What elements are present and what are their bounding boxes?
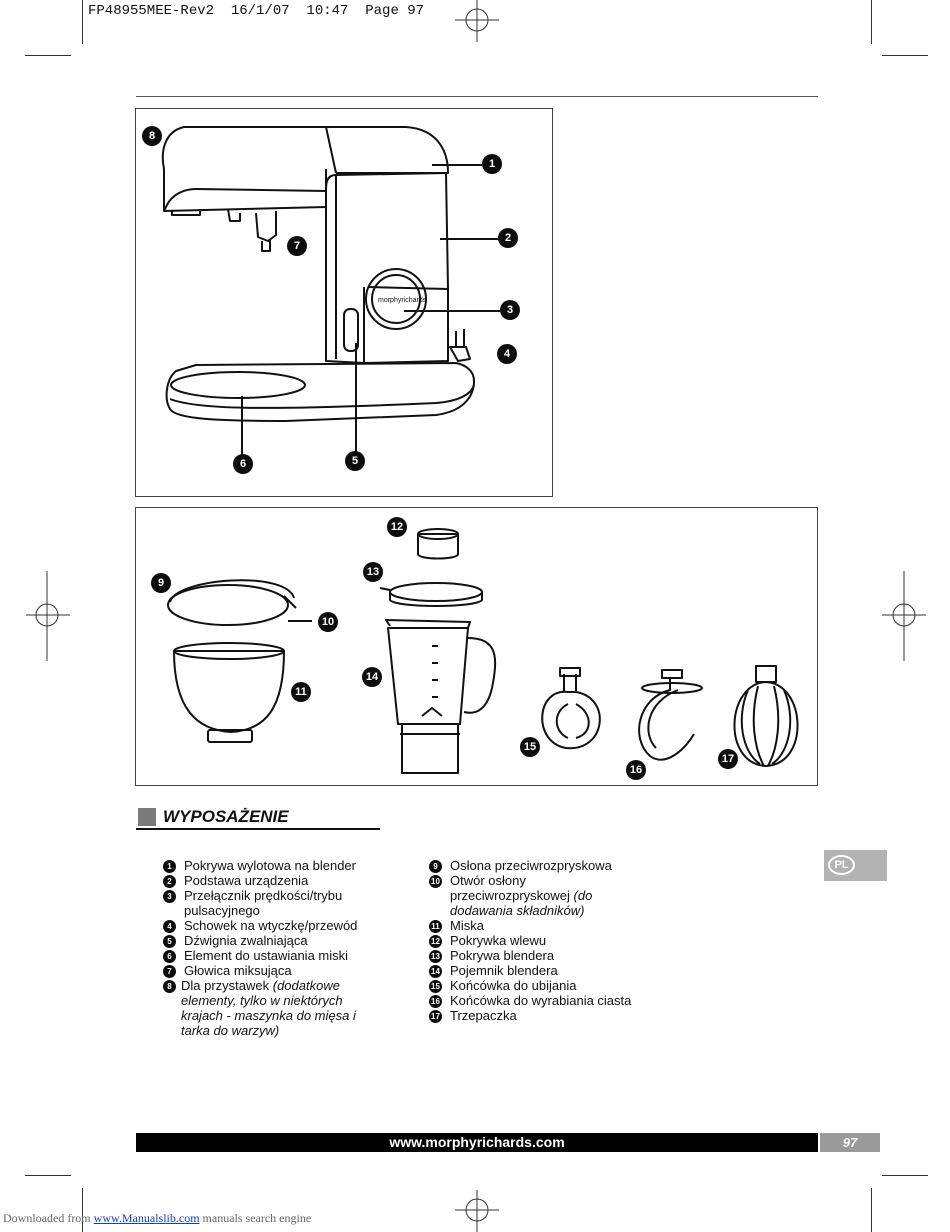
item-text: Końcówka do wyrabiania ciasta <box>450 993 632 1008</box>
item-text: Podstawa urządzenia <box>184 873 309 888</box>
item-number: 7 <box>163 965 176 978</box>
callout-12: 12 <box>387 517 407 537</box>
section-title: WYPOSAŻENIE <box>163 807 289 826</box>
parts-list-right: 9 Osłona przeciwrozpryskowa 10 Otwór osłon… <box>429 858 659 1023</box>
language-code: PL <box>828 855 855 875</box>
item-number: 12 <box>429 935 442 948</box>
item-text: Dźwignia zwalniająca <box>184 933 308 948</box>
list-item: 17 Trzepaczka <box>429 1008 659 1023</box>
item-number: 14 <box>429 965 442 978</box>
page-number: 97 <box>820 1133 880 1152</box>
item-text: Element do ustawiania miski <box>184 948 349 963</box>
callout-13: 13 <box>363 562 383 582</box>
callout-15: 15 <box>520 737 540 757</box>
registration-mark-left <box>26 571 70 661</box>
list-item: 2 Podstawa urządzenia <box>163 873 373 888</box>
item-number: 5 <box>163 935 176 948</box>
callout-2: 2 <box>498 228 518 248</box>
list-item: 14 Pojemnik blendera <box>429 963 659 978</box>
footer-bar: www.morphyrichards.com <box>136 1133 818 1152</box>
list-item: 6 Element do ustawiania miski <box>163 948 373 963</box>
print-header: FP48955MEE-Rev2 16/1/07 10:47 Page 97 <box>88 3 425 19</box>
registration-mark-top <box>455 0 499 42</box>
item-number: 4 <box>163 920 176 933</box>
section-heading: WYPOSAŻENIE <box>136 806 380 830</box>
accessories-illustration <box>167 528 799 774</box>
item-number: 15 <box>429 980 442 993</box>
item-text: Dla przystawek <box>181 978 273 993</box>
list-item: 7 Głowica miksująca <box>163 963 373 978</box>
callout-17: 17 <box>718 749 738 769</box>
mixer-illustration: morphyrichards <box>161 126 500 455</box>
list-item: 12 Pokrywka wlewu <box>429 933 659 948</box>
item-text: Osłona przeciwrozpryskowa <box>450 858 612 873</box>
callout-7: 7 <box>287 236 307 256</box>
callout-1: 1 <box>482 154 502 174</box>
callout-14: 14 <box>362 667 382 687</box>
item-text: Pokrywka wlewu <box>450 933 547 948</box>
list-item: 3 Przełącznik prędkości/trybu pulsacyjneg… <box>163 888 373 918</box>
item-number: 16 <box>429 995 442 1008</box>
footer-url[interactable]: www.morphyrichards.com <box>389 1134 565 1150</box>
list-item: 1 Pokrywa wylotowa na blender <box>163 858 373 873</box>
item-text: Pokrywa wylotowa na blender <box>184 858 356 873</box>
item-number: 8 <box>163 980 176 993</box>
callout-16: 16 <box>626 760 646 780</box>
item-number: 13 <box>429 950 442 963</box>
item-text: Pokrywa blendera <box>450 948 555 963</box>
list-item: 11 Miska <box>429 918 659 933</box>
download-prefix: Downloaded from <box>3 1211 94 1225</box>
list-item: 13 Pokrywa blendera <box>429 948 659 963</box>
item-text: Otwór osłony przeciwrozpryskowej <box>450 873 570 903</box>
list-item: 9 Osłona przeciwrozpryskowa <box>429 858 659 873</box>
registration-mark-right <box>882 571 926 661</box>
item-number: 6 <box>163 950 176 963</box>
download-suffix: manuals search engine <box>199 1211 312 1225</box>
item-note: (do dodawania składników) <box>450 888 593 918</box>
item-text: Trzepaczka <box>450 1008 517 1023</box>
item-number: 17 <box>429 1010 442 1023</box>
language-badge: PL <box>824 850 887 881</box>
callout-11: 11 <box>291 682 311 702</box>
item-text: Schowek na wtyczkę/przewód <box>184 918 358 933</box>
item-number: 2 <box>163 875 176 888</box>
callout-6: 6 <box>233 454 253 474</box>
item-number: 11 <box>429 920 442 933</box>
item-number: 10 <box>429 875 442 888</box>
mixer-diagram: morphyrichards 8 1 2 3 4 7 5 6 <box>135 108 553 497</box>
download-notice: Downloaded from www.Manualslib.com manua… <box>3 1211 311 1226</box>
item-text: Miska <box>450 918 484 933</box>
list-item: 10 Otwór osłony przeciwrozpryskowej (do d… <box>429 873 659 918</box>
item-number: 1 <box>163 860 176 873</box>
list-item: 4 Schowek na wtyczkę/przewód <box>163 918 373 933</box>
list-item: 15 Końcówka do ubijania <box>429 978 659 993</box>
callout-4: 4 <box>497 344 517 364</box>
item-number: 9 <box>429 860 442 873</box>
callout-3: 3 <box>500 300 520 320</box>
callout-8: 8 <box>142 126 162 146</box>
item-text: Końcówka do ubijania <box>450 978 577 993</box>
section-marker <box>138 808 156 826</box>
item-text: Pojemnik blendera <box>450 963 558 978</box>
callout-10: 10 <box>318 612 338 632</box>
callout-9: 9 <box>151 573 171 593</box>
item-text: Głowica miksująca <box>184 963 292 978</box>
list-item: 5 Dźwignia zwalniająca <box>163 933 373 948</box>
list-item: 8 Dla przystawek (dodatkowe elementy, tyl… <box>163 978 373 1038</box>
list-item: 16 Końcówka do wyrabiania ciasta <box>429 993 659 1008</box>
top-rule <box>136 96 818 97</box>
mixer-logo: morphyrichards <box>378 297 427 304</box>
registration-mark-bottom <box>455 1190 499 1232</box>
item-text: Przełącznik prędkości/trybu pulsacyjnego <box>184 888 343 918</box>
accessories-diagram: 9 10 11 12 13 14 15 16 17 <box>135 507 818 786</box>
item-note: (dodatkowe elementy, tylko w niektórych … <box>181 978 356 1038</box>
manualslib-link[interactable]: www.Manualslib.com <box>93 1211 200 1225</box>
callout-5: 5 <box>345 451 365 471</box>
parts-list-left: 1 Pokrywa wylotowa na blender 2 Podstawa u… <box>163 858 373 1038</box>
item-number: 3 <box>163 890 176 903</box>
